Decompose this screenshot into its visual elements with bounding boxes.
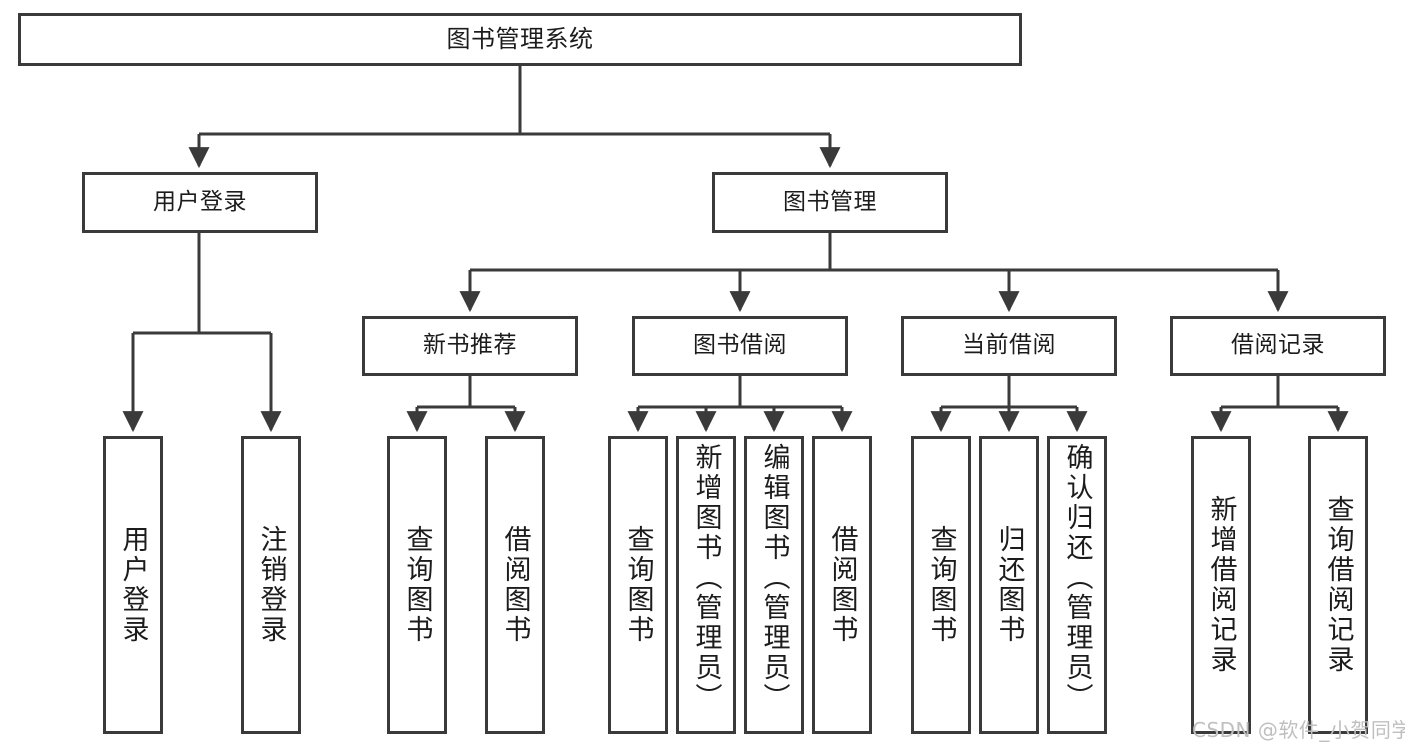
node-user-login-label: 用户登录 — [153, 188, 247, 215]
node-book-borrow[interactable]: 图书借阅 — [632, 316, 848, 376]
node-leaf-add-record[interactable]: 新增借阅记录 — [1191, 436, 1251, 734]
node-leaf-query-book-3-label: 查询图书 — [925, 525, 957, 645]
node-leaf-query-record-label: 查询借阅记录 — [1322, 495, 1354, 675]
node-leaf-return-book[interactable]: 归还图书 — [979, 436, 1039, 734]
node-root-label: 图书管理系统 — [446, 25, 594, 54]
node-leaf-edit-book[interactable]: 编辑图书（管理员） — [744, 436, 804, 734]
node-leaf-query-book-2[interactable]: 查询图书 — [608, 436, 668, 734]
node-borrow-record-label: 借阅记录 — [1231, 332, 1325, 359]
node-leaf-add-book-label: 新增图书（管理员） — [690, 443, 722, 713]
node-leaf-add-book[interactable]: 新增图书（管理员） — [676, 436, 736, 734]
node-current-borrow[interactable]: 当前借阅 — [901, 316, 1117, 376]
node-leaf-user-login[interactable]: 用户登录 — [103, 436, 163, 734]
node-new-book-rec-label: 新书推荐 — [423, 332, 517, 359]
node-leaf-user-login-label: 用户登录 — [117, 525, 149, 645]
node-book-manage-label: 图书管理 — [783, 188, 877, 215]
node-leaf-query-book-2-label: 查询图书 — [622, 525, 654, 645]
node-book-borrow-label: 图书借阅 — [693, 332, 787, 359]
node-leaf-add-record-label: 新增借阅记录 — [1205, 495, 1237, 675]
node-leaf-query-book-1-label: 查询图书 — [401, 525, 433, 645]
node-leaf-edit-book-label: 编辑图书（管理员） — [758, 443, 790, 713]
node-leaf-borrow-book-1[interactable]: 借阅图书 — [485, 436, 545, 734]
node-leaf-borrow-book-2[interactable]: 借阅图书 — [812, 436, 872, 734]
node-leaf-query-book-1[interactable]: 查询图书 — [387, 436, 447, 734]
node-leaf-borrow-book-2-label: 借阅图书 — [826, 525, 858, 645]
watermark-text: CSDN @软件_小贺同学 — [1192, 718, 1405, 742]
node-borrow-record[interactable]: 借阅记录 — [1170, 316, 1386, 376]
node-new-book-rec[interactable]: 新书推荐 — [362, 316, 578, 376]
node-book-manage[interactable]: 图书管理 — [712, 172, 948, 233]
node-leaf-user-logout-label: 注销登录 — [255, 525, 287, 645]
node-leaf-confirm-return-label: 确认归还（管理员） — [1061, 443, 1093, 713]
node-leaf-borrow-book-1-label: 借阅图书 — [499, 525, 531, 645]
node-current-borrow-label: 当前借阅 — [962, 332, 1056, 359]
node-root[interactable]: 图书管理系统 — [18, 13, 1022, 66]
node-leaf-return-book-label: 归还图书 — [993, 525, 1025, 645]
node-user-login[interactable]: 用户登录 — [82, 172, 318, 233]
node-leaf-query-book-3[interactable]: 查询图书 — [911, 436, 971, 734]
node-leaf-confirm-return[interactable]: 确认归还（管理员） — [1047, 436, 1107, 734]
node-leaf-query-record[interactable]: 查询借阅记录 — [1308, 436, 1368, 734]
node-leaf-user-logout[interactable]: 注销登录 — [241, 436, 301, 734]
